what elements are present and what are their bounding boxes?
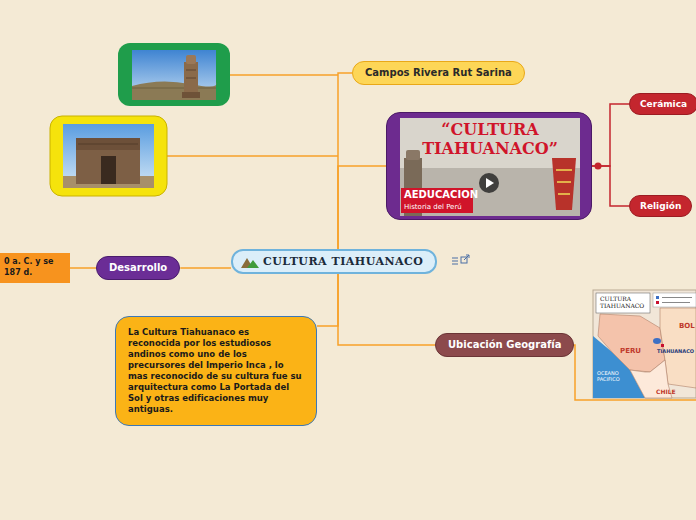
connector xyxy=(338,73,352,249)
topic-box: Desarrollo xyxy=(96,256,180,280)
date-box: 0 a. C. y se 187 d. xyxy=(0,253,70,283)
illustration-part xyxy=(76,138,140,150)
illustration-part xyxy=(593,290,696,398)
topic-title: CULTURA TIAHUANACO xyxy=(263,254,423,269)
illustration-part xyxy=(452,258,458,264)
date-text: 0 a. C. y se 187 d. xyxy=(4,256,66,278)
author-name: Campos Rivera Rut Sarina xyxy=(365,66,512,80)
topic-box: Cerámica xyxy=(629,93,696,115)
topic-label: Religión xyxy=(640,199,681,213)
author-box: Campos Rivera Rut Sarina xyxy=(352,61,525,85)
illustration-part xyxy=(186,70,196,78)
connector xyxy=(180,267,231,269)
illustration-part xyxy=(76,138,140,184)
description-text: La Cultura Tiahuanaco es reconocida por … xyxy=(128,327,304,415)
topic-box: Ubicación Geografía xyxy=(435,333,574,357)
illustration-part xyxy=(118,43,230,106)
location-map xyxy=(593,290,696,398)
monolith-photo xyxy=(118,43,230,106)
illustration-part xyxy=(662,298,692,303)
illustration-part xyxy=(132,50,216,100)
illustration-part xyxy=(186,55,196,64)
topic-label: Cerámica xyxy=(640,97,687,111)
leader-line xyxy=(230,74,338,76)
video-box: “CULTURA TIAHUANACO” AEDUCACIONHistoria d… xyxy=(386,112,592,220)
illustration-part xyxy=(78,144,138,145)
connector xyxy=(338,166,386,249)
connector xyxy=(592,104,629,166)
channel-name: AEDUCACION xyxy=(401,188,473,202)
video-title: “CULTURA TIAHUANACO” xyxy=(400,120,580,158)
illustration-part xyxy=(653,293,696,307)
country-label: CHILE xyxy=(656,388,676,395)
illustration-part xyxy=(406,150,420,160)
central-topic: CULTURA TIAHUANACO xyxy=(231,249,437,274)
illustration-part xyxy=(464,255,469,260)
illustration-part xyxy=(486,178,494,188)
illustration-part xyxy=(247,260,259,268)
connector xyxy=(317,274,338,326)
illustration-part xyxy=(50,116,167,196)
leader-line xyxy=(167,155,338,157)
description-box: La Cultura Tiahuanaco es reconocida por … xyxy=(115,316,317,426)
site-label: TIAHUANACO xyxy=(657,348,694,354)
illustration-part xyxy=(552,158,576,210)
mountain-icon xyxy=(241,256,259,268)
illustration-part xyxy=(556,170,572,194)
topic-label: Ubicación Geografía xyxy=(448,338,561,352)
topic-icons xyxy=(452,255,469,264)
illustration-part xyxy=(596,293,650,313)
topic-box: Religión xyxy=(629,195,692,217)
illustration-part xyxy=(63,124,154,188)
illustration-part xyxy=(132,81,216,100)
illustration-part xyxy=(656,296,659,299)
illustration-part xyxy=(184,62,198,96)
illustration-part xyxy=(101,156,116,184)
topic-label: Desarrollo xyxy=(109,261,167,275)
country-label: BOL xyxy=(679,322,695,330)
illustration-part xyxy=(653,338,661,344)
illustration-part xyxy=(661,344,664,347)
connector xyxy=(70,267,96,269)
connector xyxy=(592,166,629,206)
map-title: CULTURA TIAHUANACO xyxy=(600,295,648,309)
channel-subtitle: Historia del Perú xyxy=(401,202,473,213)
illustration-part xyxy=(182,92,200,98)
illustration-part xyxy=(656,301,659,304)
gate-photo xyxy=(50,116,167,196)
illustration-part xyxy=(400,118,580,216)
illustration-part xyxy=(479,173,499,193)
ocean-label: OCEANO PACIFICO xyxy=(597,370,629,382)
country-label: PERU xyxy=(620,347,641,355)
illustration-part xyxy=(132,88,216,89)
connector xyxy=(338,274,435,345)
illustration-part xyxy=(598,314,665,372)
